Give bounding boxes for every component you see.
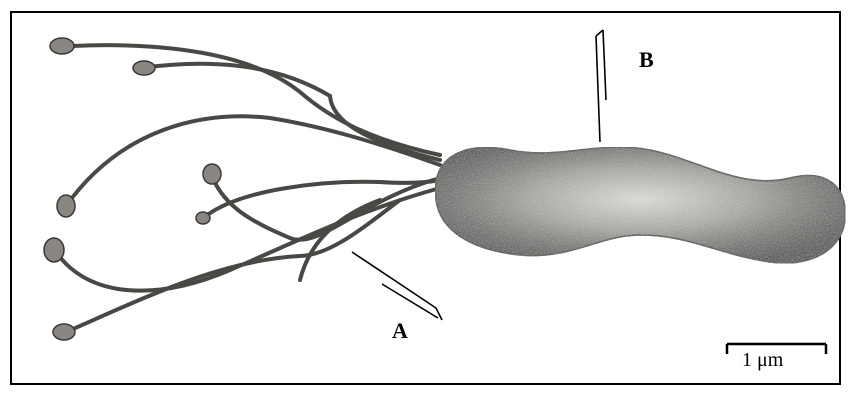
scale-bar-label: 1 μm (742, 350, 783, 370)
flagellar-bulbs (44, 38, 221, 340)
bulb (44, 238, 64, 262)
flagella (56, 45, 440, 332)
bulb (133, 61, 155, 75)
bulb (196, 212, 210, 224)
bacterium-body (435, 147, 845, 263)
flagellum (56, 188, 440, 291)
flagellum (140, 64, 440, 160)
flagellum (66, 116, 440, 206)
bulb (53, 324, 75, 340)
label-b: B (639, 49, 654, 71)
bulb (50, 38, 74, 54)
bulb (57, 195, 75, 217)
flagellum (72, 45, 440, 155)
label-a: A (392, 320, 408, 342)
bulb (203, 164, 221, 184)
pointer-b (596, 30, 606, 142)
pointer-a (352, 252, 442, 320)
